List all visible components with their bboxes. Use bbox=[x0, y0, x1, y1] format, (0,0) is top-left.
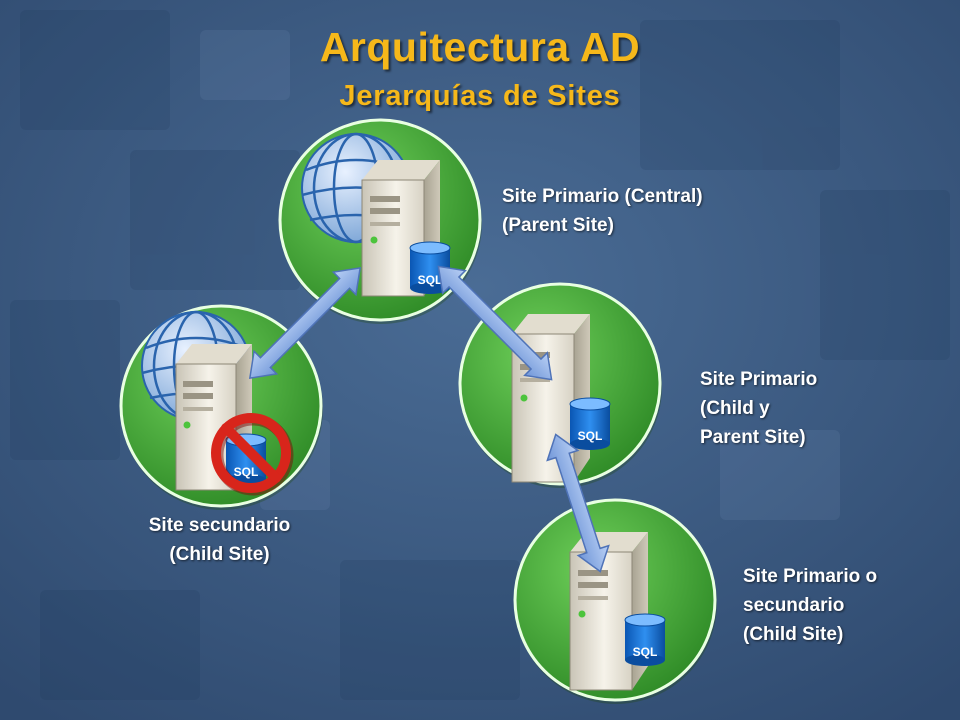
site-label-line: (Parent Site) bbox=[502, 215, 614, 236]
site-label-line: Site Primario bbox=[700, 369, 818, 390]
database-label: SQL bbox=[633, 645, 658, 659]
site-label-primary-or-secondary-child: Site Primario o secundario (Child Site) bbox=[743, 562, 877, 649]
site-label-line: Site Primario o bbox=[743, 566, 878, 587]
site-label-line: (Child Site) bbox=[743, 624, 844, 645]
database-icon: SQL bbox=[569, 397, 611, 450]
database-label: SQL bbox=[234, 465, 259, 479]
site-label-central: Site Primario (Central) (Parent Site) bbox=[502, 182, 703, 240]
double-arrow-icon bbox=[248, 266, 362, 380]
connection-arrow-central-primary bbox=[437, 265, 553, 381]
site-label-line: secundario bbox=[743, 595, 845, 616]
site-label-secondary: Site secundario (Child Site) bbox=[132, 511, 307, 569]
database-icon: SQL bbox=[624, 613, 666, 666]
site-label-line: Parent Site) bbox=[700, 427, 806, 448]
site-label-line: (Child y bbox=[700, 398, 770, 419]
connection-arrow-central-secondary bbox=[248, 266, 362, 380]
site-label-line: Site Primario (Central) bbox=[502, 186, 703, 207]
prohibited-icon bbox=[211, 413, 294, 496]
site-label-line: (Child Site) bbox=[169, 544, 270, 565]
database-label: SQL bbox=[578, 429, 603, 443]
site-label-primary-child-parent: Site Primario (Child y Parent Site) bbox=[700, 365, 817, 452]
double-arrow-icon bbox=[546, 433, 610, 573]
double-arrow-icon bbox=[437, 265, 553, 381]
page-title: Arquitectura AD bbox=[319, 24, 641, 70]
connection-arrow-primary-child bbox=[546, 433, 610, 573]
page-subtitle: Jerarquías de Sites bbox=[339, 80, 621, 112]
database-label: SQL bbox=[418, 273, 443, 287]
database-icon: SQL bbox=[409, 241, 451, 294]
site-label-line: Site secundario bbox=[148, 515, 291, 536]
